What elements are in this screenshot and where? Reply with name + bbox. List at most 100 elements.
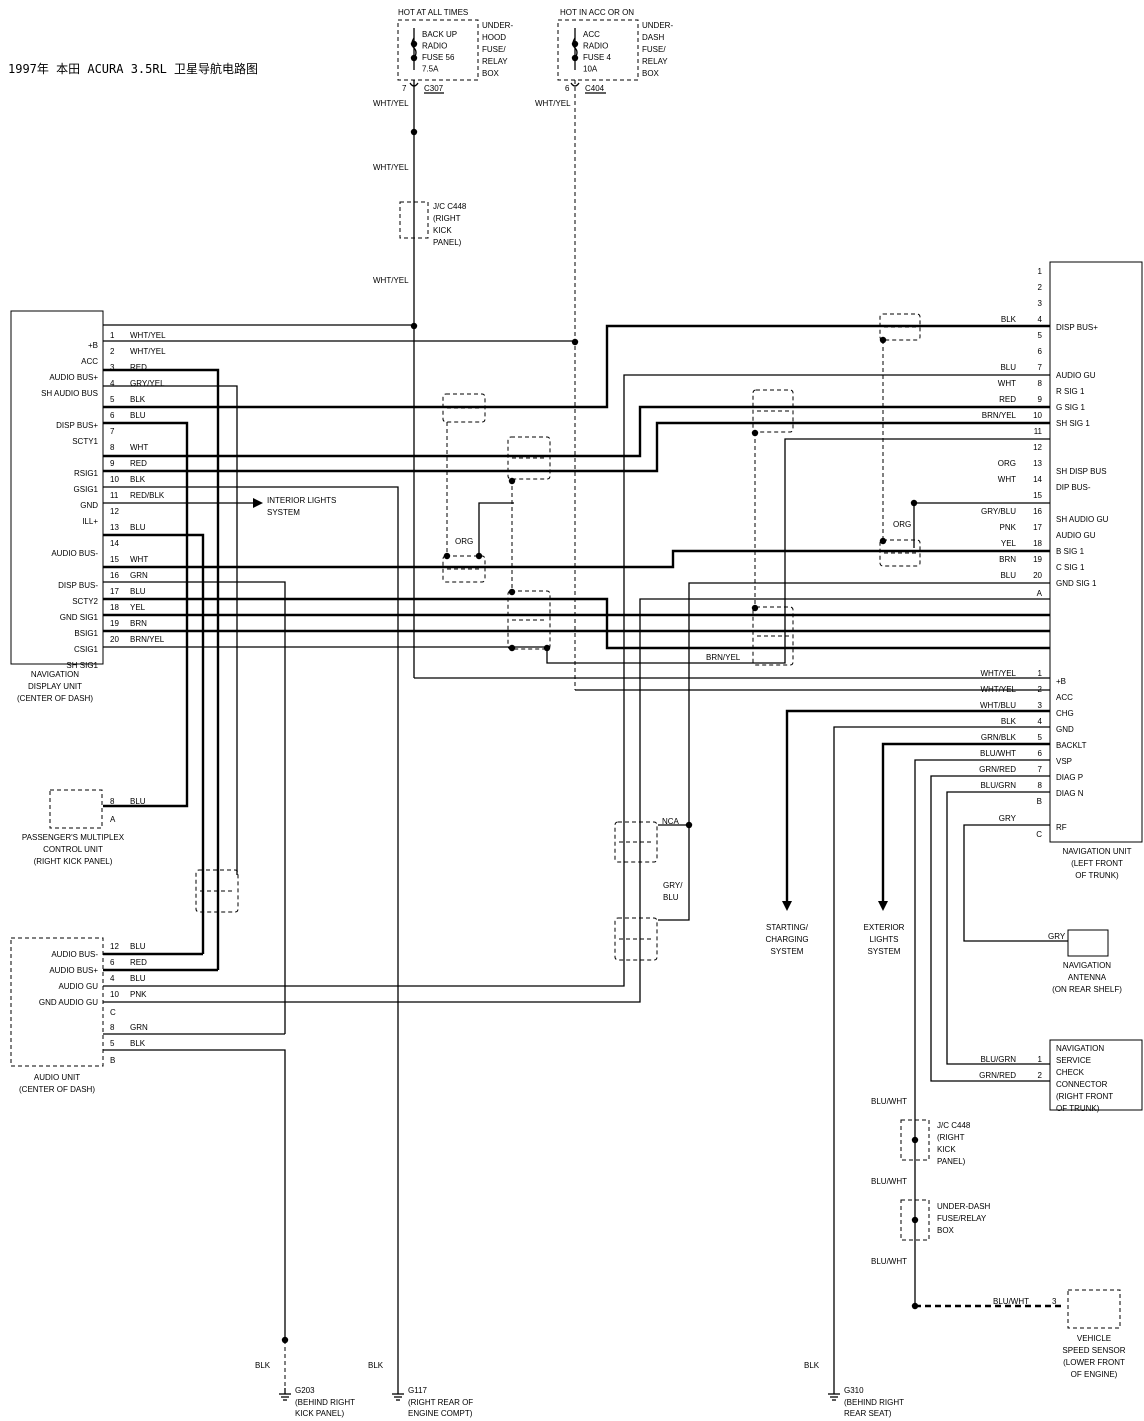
wire-disp-bus-plus (103, 324, 1050, 409)
connector-id: C (110, 1008, 116, 1017)
wire-gnd (103, 486, 399, 1388)
nav-display-wire-color: YEL (130, 603, 146, 612)
nav-display-pin-label: CSIG1 (74, 645, 99, 654)
wire-sh-audio-gu (658, 582, 1050, 921)
nav-unit-pin-number: 4 (1038, 315, 1043, 324)
fuse-right-terminal (571, 40, 579, 48)
ground-location: (RIGHT REAR OF (408, 1398, 473, 1407)
audio-pin-label: AUDIO BUS+ (49, 966, 98, 975)
nav-display-pin-label: AUDIO BUS+ (49, 373, 98, 382)
arrow (782, 901, 792, 911)
nav-unit-wire-color: BLK (1001, 717, 1017, 726)
fuse-right-terminal (571, 54, 579, 62)
fuse-box-name: FUSE/ (482, 45, 506, 54)
fuse-text: 7.5A (422, 65, 439, 74)
nav-unit-pin-label: AUDIO GU (1056, 371, 1096, 380)
fuse-left-terminal (410, 40, 418, 48)
nav-unit-pin-number: 1 (1038, 669, 1043, 678)
jc-bottom-label: PANEL) (937, 1157, 966, 1166)
nav-unit-wire-color: WHT (998, 475, 1016, 484)
speed-sensor-pin: 3 (1052, 1297, 1057, 1306)
service-box (1049, 1039, 1143, 1111)
starting-system-label: CHARGING (765, 935, 808, 944)
nav-display-wire-color: BRN (130, 619, 147, 628)
nav-unit-pin-number: 6 (1038, 749, 1043, 758)
nav-display-pin-number: 4 (110, 379, 115, 388)
nav-unit-wire-color: GRY/BLU (981, 507, 1016, 516)
underdash-label: BOX (937, 1226, 955, 1235)
antenna-caption: (ON REAR SHELF) (1052, 985, 1122, 994)
starting-system-label: SYSTEM (771, 947, 804, 956)
fuse-box-name: FUSE/ (642, 45, 666, 54)
nav-display-wire-color: WHT (130, 443, 148, 452)
fuse-left-terminal (410, 54, 418, 62)
wire-chg (785, 709, 1050, 902)
audio-pin-number: 10 (110, 990, 119, 999)
underdash-label: FUSE/RELAY (937, 1214, 987, 1223)
service-pin: 1 (1038, 1055, 1043, 1064)
connector-id: A (110, 815, 116, 824)
nav-display-pin-label: AUDIO BUS- (51, 549, 98, 558)
fuse-box-name: UNDER- (482, 21, 513, 30)
wire-audio-bus-plus (103, 368, 220, 970)
nav-display-wire-color: BLK (130, 475, 146, 484)
speed-sensor-caption: (LOWER FRONT (1063, 1358, 1125, 1367)
nav-display-pin-number: 15 (110, 555, 119, 564)
shield (614, 821, 658, 863)
nav-display-pin-number: 7 (110, 427, 115, 436)
splice-dot (508, 588, 516, 596)
arrow (878, 901, 888, 911)
nav-unit-pin-label: DIAG N (1056, 789, 1084, 798)
fuse-box-name: RELAY (642, 57, 668, 66)
nav-display-pin-label: SH AUDIO BUS (41, 389, 98, 398)
nav-display-wire-color: GRY/YEL (130, 379, 165, 388)
nav-unit-wire-color: YEL (1001, 539, 1017, 548)
nav-unit-wire-color: WHT/YEL (980, 669, 1016, 678)
wire-label: ORG (893, 520, 911, 529)
wire-diag-n (946, 791, 1050, 1065)
nav-unit-connector-id: A (1037, 589, 1043, 598)
diagram-title: 1997年 本田 ACURA 3.5RL 卫星导航电路图 (8, 62, 259, 76)
nav-display-caption: NAVIGATION (31, 670, 79, 679)
audio-pin-number: 4 (110, 974, 115, 983)
fuse-text: RADIO (422, 42, 447, 51)
jc-top-label: J/C C448 (433, 202, 467, 211)
nav-unit-pin-number: 6 (1038, 347, 1043, 356)
nav-unit-pin-label: DIP BUS- (1056, 483, 1091, 492)
nav-display-pin-label: SH SIG1 (66, 661, 98, 670)
splice-dot (879, 537, 887, 545)
nav-display-pin-number: 6 (110, 411, 115, 420)
jc-bottom-label: KICK (937, 1145, 956, 1154)
nav-display-pin-number: 8 (110, 443, 115, 452)
nav-display-wire-color: BRN/YEL (130, 635, 165, 644)
audio-pin-number: 12 (110, 942, 119, 951)
nav-display-pin-label: SCTY2 (72, 597, 98, 606)
audio-pin-number: 5 (110, 1039, 115, 1048)
nav-unit-wire-color: BLU/GRN (980, 781, 1016, 790)
service-caption: CONNECTOR (1056, 1080, 1108, 1089)
wire-label: BLU/WHT (871, 1177, 907, 1186)
nav-unit-wire-color: WHT (998, 379, 1016, 388)
nav-display-wire-color: BLU (130, 587, 146, 596)
nav-unit-pin-label: GND SIG 1 (1056, 579, 1097, 588)
wire-color: BLU/GRN (980, 1055, 1016, 1064)
service-pin: 2 (1038, 1071, 1043, 1080)
ground-location: REAR SEAT) (844, 1409, 892, 1418)
wire-label: WHT/YEL (535, 99, 571, 108)
splice-dot (475, 552, 483, 560)
nav-unit-wire-color: BLU (1000, 571, 1016, 580)
nav-unit-pin-label: G SIG 1 (1056, 403, 1085, 412)
shield (507, 590, 551, 650)
speed-sensor-box (1067, 1289, 1121, 1329)
nav-unit-pin-number: 3 (1038, 701, 1043, 710)
wire-backlt (881, 742, 1050, 902)
nav-display-pin-number: 11 (110, 491, 119, 500)
nav-display-pin-label: GND (80, 501, 98, 510)
splice-b-plus (410, 128, 418, 136)
connector-id: C404 (585, 84, 605, 93)
nav-unit-pin-label: C SIG 1 (1056, 563, 1085, 572)
nav-unit-pin-label: GND (1056, 725, 1074, 734)
fuse-box-name: UNDER- (642, 21, 673, 30)
nav-unit-wire-color: GRN/RED (979, 765, 1016, 774)
